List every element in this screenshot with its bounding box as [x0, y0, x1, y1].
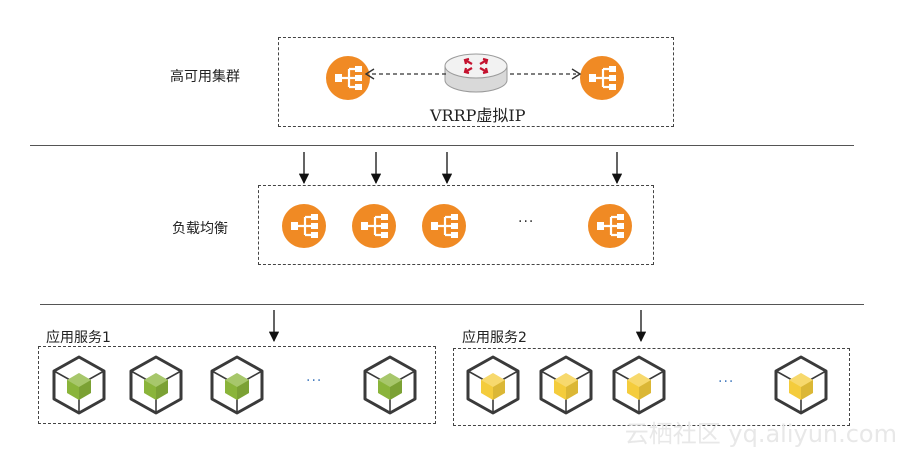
- vrrp-link-arrows: [364, 68, 582, 80]
- ha-cluster-box: [278, 37, 674, 127]
- router-icon: [444, 53, 508, 93]
- lb-balancer-3-icon: [422, 204, 466, 248]
- app-service-2-cube-icon: [539, 355, 593, 415]
- app-service-2-box: [453, 348, 850, 426]
- app-service-1-cube-icon: [52, 355, 106, 415]
- app-service-2-cube-icon: [466, 355, 520, 415]
- app-service-2-cube-icon: [612, 355, 666, 415]
- lb-balancer-2-icon: [352, 204, 396, 248]
- lb-ellipsis: ···: [518, 214, 535, 230]
- lb-balancer-1-icon: [282, 204, 326, 248]
- app-service-2-cube-icon: [774, 355, 828, 415]
- app-service-1-label: 应用服务1: [46, 330, 111, 346]
- app-service-2-label: 应用服务2: [462, 330, 527, 346]
- lb-balancer-4-icon: [588, 204, 632, 248]
- ha-cluster-label: 高可用集群: [170, 69, 240, 85]
- divider-bottom: [40, 304, 864, 305]
- divider-top: [30, 145, 854, 146]
- app-service-1-box: [38, 346, 436, 424]
- app-service-1-cube-icon: [210, 355, 264, 415]
- app-service-1-cube-icon: [129, 355, 183, 415]
- lb-down-arrows: [298, 152, 623, 185]
- watermark: 云栖社区 yq.aliyun.com: [624, 420, 897, 448]
- app-service-2-ellipsis: ···: [718, 374, 735, 390]
- vrrp-vip-label: VRRP虚拟IP: [430, 106, 526, 125]
- app-service-1-ellipsis: ···: [306, 373, 323, 389]
- service-down-arrows: [268, 310, 647, 343]
- load-balancing-box: [258, 185, 654, 265]
- app-service-1-cube-icon: [363, 355, 417, 415]
- load-balancing-label: 负载均衡: [172, 221, 228, 237]
